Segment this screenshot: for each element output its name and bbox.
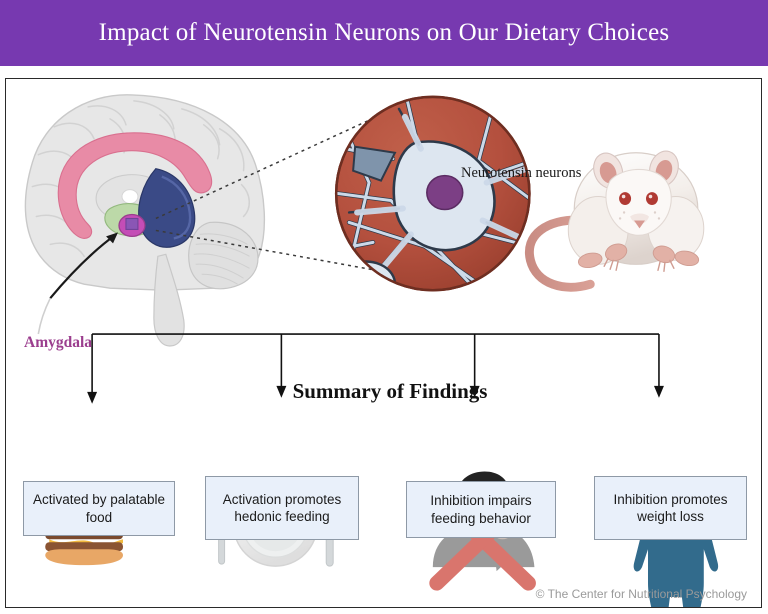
content-frame: Neurotensin neurons Amygdala Summary of … [5,78,762,608]
summary-of-findings-heading: Summary of Findings [292,379,488,403]
finding-box-3: Inhibition impairs feeding behavior [406,481,556,538]
finding-box-4: Inhibition promotes weight loss [594,476,747,540]
neurotensin-neurons-label: Neurotensin neurons [461,165,582,181]
lab-rat-illustration [524,150,705,292]
title-banner: Impact of Neurotensin Neurons on Our Die… [0,0,768,66]
neuron-circle-illustration [334,95,531,292]
amygdala-structure [118,213,146,238]
connector-arrowheads [87,385,664,404]
copyright-notice: © The Center for Nutritional Psychology [535,587,747,601]
finding-box-2: Activation promotes hedonic feeding [205,476,359,540]
brain-illustration [24,94,266,347]
leader-lines [155,106,399,275]
connector-tree [91,333,660,396]
amygdala-label: Amygdala [24,334,93,351]
finding-box-1: Activated by palatable food [23,481,175,536]
page-title: Impact of Neurotensin Neurons on Our Die… [98,19,670,46]
